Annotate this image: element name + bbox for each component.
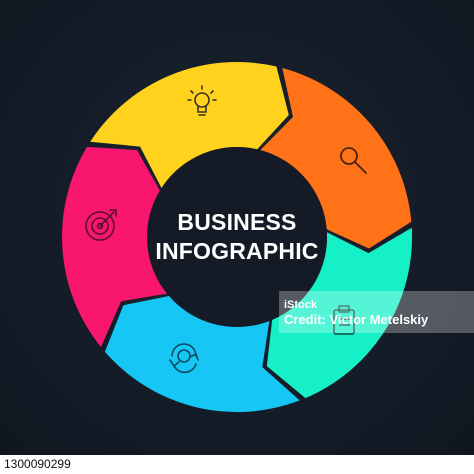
lightbulb-icon bbox=[187, 85, 217, 116]
watermark-brand: iStock bbox=[284, 299, 318, 311]
segment-cyan bbox=[104, 296, 300, 413]
segment-orange bbox=[260, 68, 412, 249]
title-line-2: INFOGRAPHIC bbox=[155, 238, 319, 264]
cycle-segments bbox=[62, 62, 413, 413]
gear-refresh-icon bbox=[169, 343, 199, 374]
watermark-credit: Credit: Victor Metelskiy bbox=[284, 312, 429, 327]
magnifier-icon bbox=[340, 147, 367, 174]
clipboard-icon bbox=[333, 305, 355, 335]
target-icon bbox=[85, 209, 117, 241]
image-id-bar: 1300090299 bbox=[0, 455, 474, 474]
segment-teal bbox=[266, 227, 413, 399]
watermark-banner: iStock Credit: Victor Metelskiy bbox=[279, 291, 474, 333]
center-hole bbox=[147, 147, 327, 327]
image-id: 1300090299 bbox=[4, 457, 71, 471]
segment-magenta bbox=[62, 146, 168, 348]
title-line-1: BUSINESS bbox=[177, 209, 297, 235]
segment-yellow bbox=[90, 62, 289, 188]
